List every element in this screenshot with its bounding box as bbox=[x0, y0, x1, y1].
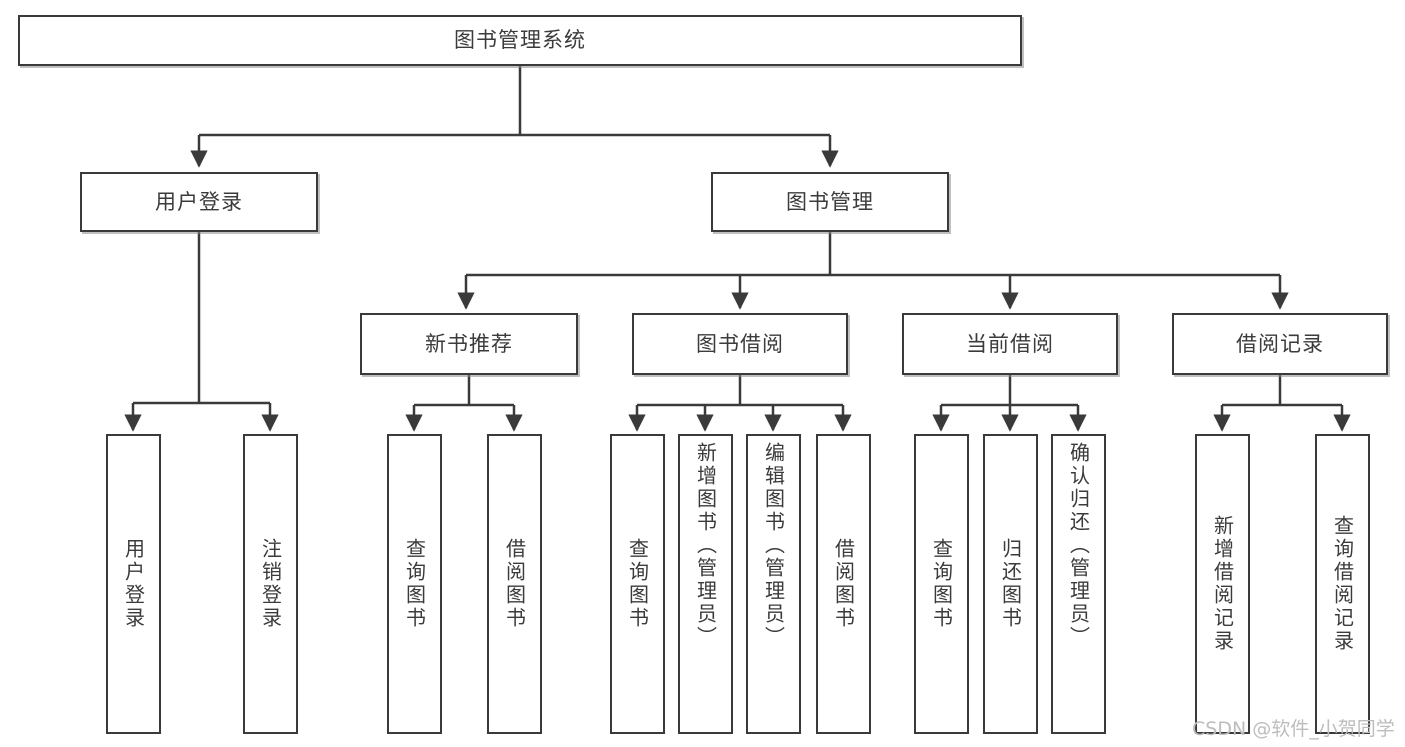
leaf-new-book-query-book[interactable]: 查询图书 bbox=[387, 434, 442, 734]
node-label: 查询图书 bbox=[625, 538, 650, 630]
node-label: 用户登录 bbox=[155, 189, 243, 214]
node-label: 用户登录 bbox=[121, 538, 146, 630]
leaf-current-borrow-return-book[interactable]: 归还图书 bbox=[983, 434, 1038, 734]
node-label: 归还图书 bbox=[998, 538, 1023, 630]
leaf-borrow-record-query-record[interactable]: 查询借阅记录 bbox=[1315, 434, 1370, 734]
node-label: 新增图书（管理员） bbox=[693, 442, 718, 649]
leaf-user-login-logout[interactable]: 注销登录 bbox=[243, 434, 298, 734]
leaf-book-borrow-edit-book-admin[interactable]: 编辑图书（管理员） bbox=[746, 434, 801, 734]
node-label: 查询图书 bbox=[402, 538, 427, 630]
node-root-book-management-system[interactable]: 图书管理系统 bbox=[18, 15, 1022, 66]
node-label: 查询图书 bbox=[929, 538, 954, 630]
node-label: 图书管理 bbox=[786, 189, 874, 214]
leaf-book-borrow-add-book-admin[interactable]: 新增图书（管理员） bbox=[678, 434, 733, 734]
node-label: 新书推荐 bbox=[425, 331, 513, 356]
node-label: 新增借阅记录 bbox=[1210, 515, 1235, 653]
node-label: 借阅图书 bbox=[502, 538, 527, 630]
node-label: 借阅图书 bbox=[831, 538, 856, 630]
node-book-borrow[interactable]: 图书借阅 bbox=[632, 313, 848, 375]
node-label: 图书管理系统 bbox=[454, 28, 586, 53]
node-label: 编辑图书（管理员） bbox=[761, 442, 786, 649]
node-new-book-recommend[interactable]: 新书推荐 bbox=[360, 313, 578, 375]
leaf-user-login-login[interactable]: 用户登录 bbox=[106, 434, 161, 734]
node-book-management[interactable]: 图书管理 bbox=[711, 172, 949, 232]
node-label: 注销登录 bbox=[258, 538, 283, 630]
node-current-borrow[interactable]: 当前借阅 bbox=[902, 313, 1118, 375]
leaf-current-borrow-confirm-return-admin[interactable]: 确认归还（管理员） bbox=[1051, 434, 1106, 734]
leaf-borrow-record-add-record[interactable]: 新增借阅记录 bbox=[1195, 434, 1250, 734]
node-borrow-record[interactable]: 借阅记录 bbox=[1172, 313, 1388, 375]
node-label: 确认归还（管理员） bbox=[1066, 442, 1091, 649]
node-label: 图书借阅 bbox=[696, 331, 784, 356]
leaf-book-borrow-query-book[interactable]: 查询图书 bbox=[610, 434, 665, 734]
node-label: 借阅记录 bbox=[1236, 331, 1324, 356]
leaf-book-borrow-borrow-book[interactable]: 借阅图书 bbox=[816, 434, 871, 734]
node-label: 查询借阅记录 bbox=[1330, 515, 1355, 653]
leaf-new-book-borrow-book[interactable]: 借阅图书 bbox=[487, 434, 542, 734]
leaf-current-borrow-query-book[interactable]: 查询图书 bbox=[914, 434, 969, 734]
node-user-login[interactable]: 用户登录 bbox=[80, 172, 318, 232]
node-label: 当前借阅 bbox=[966, 331, 1054, 356]
csdn-watermark: CSDN @软件_小贺同学 bbox=[1192, 718, 1395, 740]
